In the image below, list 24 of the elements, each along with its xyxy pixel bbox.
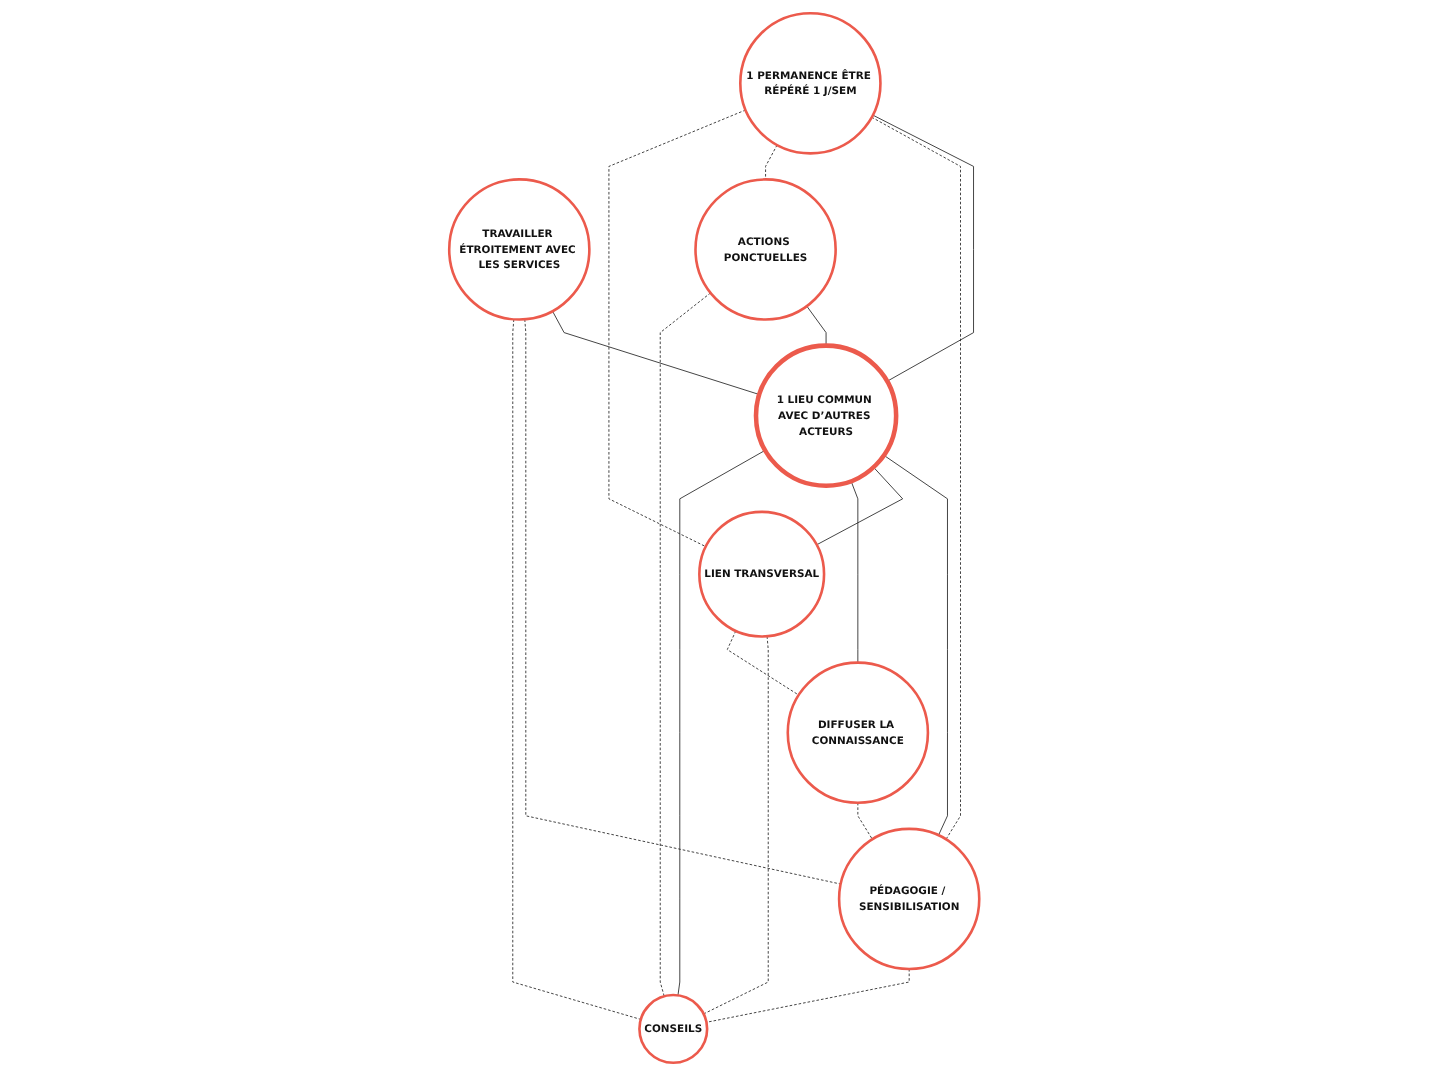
connector	[858, 802, 874, 840]
connector	[765, 144, 779, 180]
node-circle	[754, 343, 900, 489]
connector	[525, 318, 842, 885]
connector	[884, 454, 949, 836]
node-circle	[787, 661, 930, 805]
connector	[706, 968, 911, 1023]
connector	[851, 480, 860, 664]
connector	[703, 635, 770, 1015]
node-circle	[694, 178, 838, 321]
node-circle	[448, 178, 592, 321]
node-circle	[638, 993, 710, 1065]
node-circle	[838, 827, 982, 971]
connector	[552, 310, 761, 395]
connector	[727, 630, 800, 696]
connector	[513, 318, 642, 1020]
connector	[873, 114, 975, 382]
connector	[817, 466, 904, 546]
connector	[807, 305, 828, 347]
connector	[609, 109, 747, 548]
connector	[678, 449, 767, 996]
node-circle	[739, 11, 883, 155]
connector	[872, 116, 962, 840]
node-circle	[698, 510, 827, 638]
